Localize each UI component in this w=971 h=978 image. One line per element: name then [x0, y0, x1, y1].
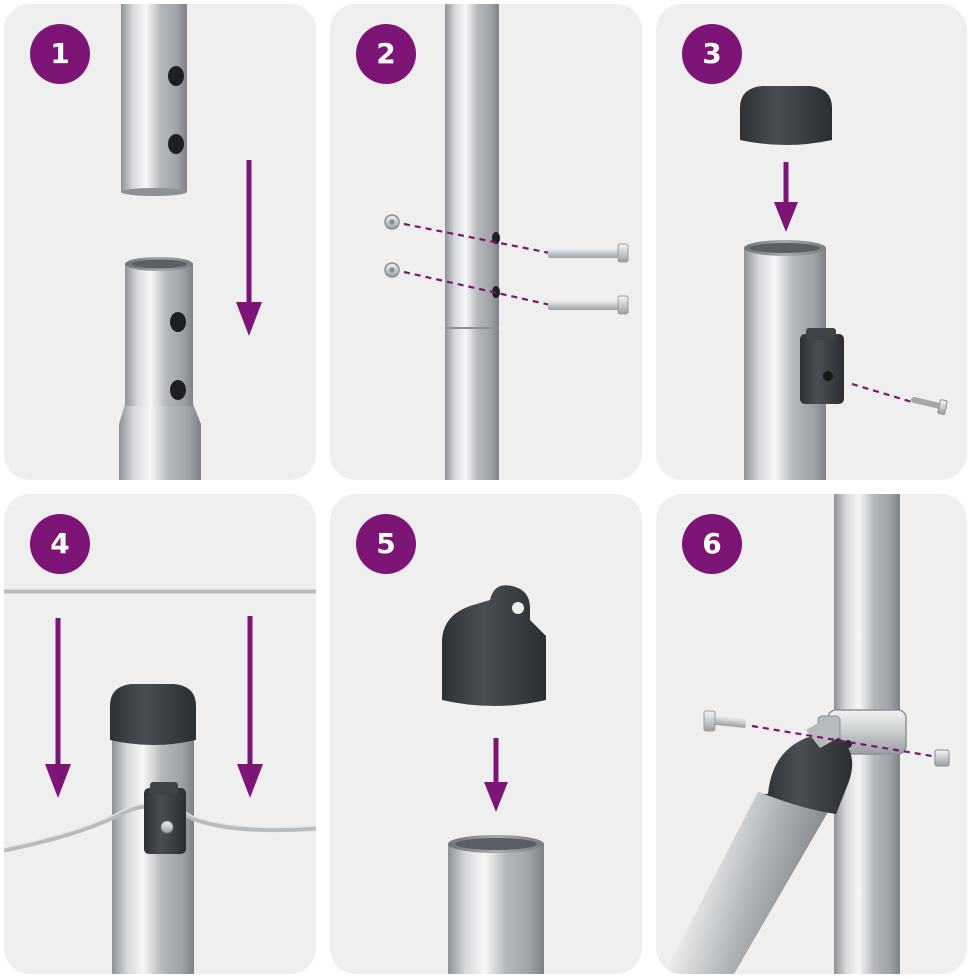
post-tube — [448, 844, 544, 974]
end-cap-icon — [110, 684, 196, 745]
tube-hole-icon — [492, 286, 500, 298]
screw-icon — [160, 820, 174, 834]
tube-hole-icon — [170, 380, 186, 400]
upper-tube — [121, 4, 187, 192]
eye-cap-icon — [442, 585, 546, 706]
step-6-illustration — [664, 494, 950, 974]
tube-hole-icon — [170, 312, 186, 332]
dashed-guide-line — [403, 222, 556, 256]
joined-tube — [445, 4, 499, 480]
step-1-panel: 1 — [4, 4, 316, 480]
step-number-badge: 5 — [356, 514, 416, 574]
step-3-illustration — [740, 86, 948, 480]
step-3-panel: 3 — [656, 4, 967, 480]
bolt-icon — [707, 714, 747, 728]
brace-cap-icon — [764, 734, 853, 814]
end-cap-icon — [740, 86, 832, 145]
brace-tube — [664, 792, 828, 974]
bolt-icon — [548, 248, 624, 258]
step-5-panel: 5 — [330, 494, 642, 974]
nut-icon — [934, 749, 950, 767]
step-1-illustration — [119, 4, 262, 480]
dashed-guide-line — [851, 382, 913, 404]
step-number-badge: 4 — [30, 514, 90, 574]
lower-tube-base — [119, 424, 201, 480]
step-4-illustration — [4, 588, 316, 974]
step-2-panel: 2 — [330, 4, 642, 480]
step-2-illustration — [384, 4, 629, 480]
step-4-panel: 4 — [4, 494, 316, 974]
dashed-guide-line — [403, 270, 556, 308]
dashed-guide-line — [751, 724, 933, 758]
tube-hole-icon — [168, 66, 184, 86]
step-number-badge: 3 — [682, 24, 742, 84]
step-number-badge: 2 — [356, 24, 416, 84]
step-5-illustration — [442, 585, 546, 974]
step-6-panel: 6 — [656, 494, 967, 974]
step-number-badge: 6 — [682, 514, 742, 574]
tube-hole-icon — [168, 134, 184, 154]
bolt-icon — [548, 300, 624, 310]
clamp-bracket-icon — [800, 334, 844, 404]
screw-icon — [911, 397, 943, 409]
step-number-badge: 1 — [30, 24, 90, 84]
